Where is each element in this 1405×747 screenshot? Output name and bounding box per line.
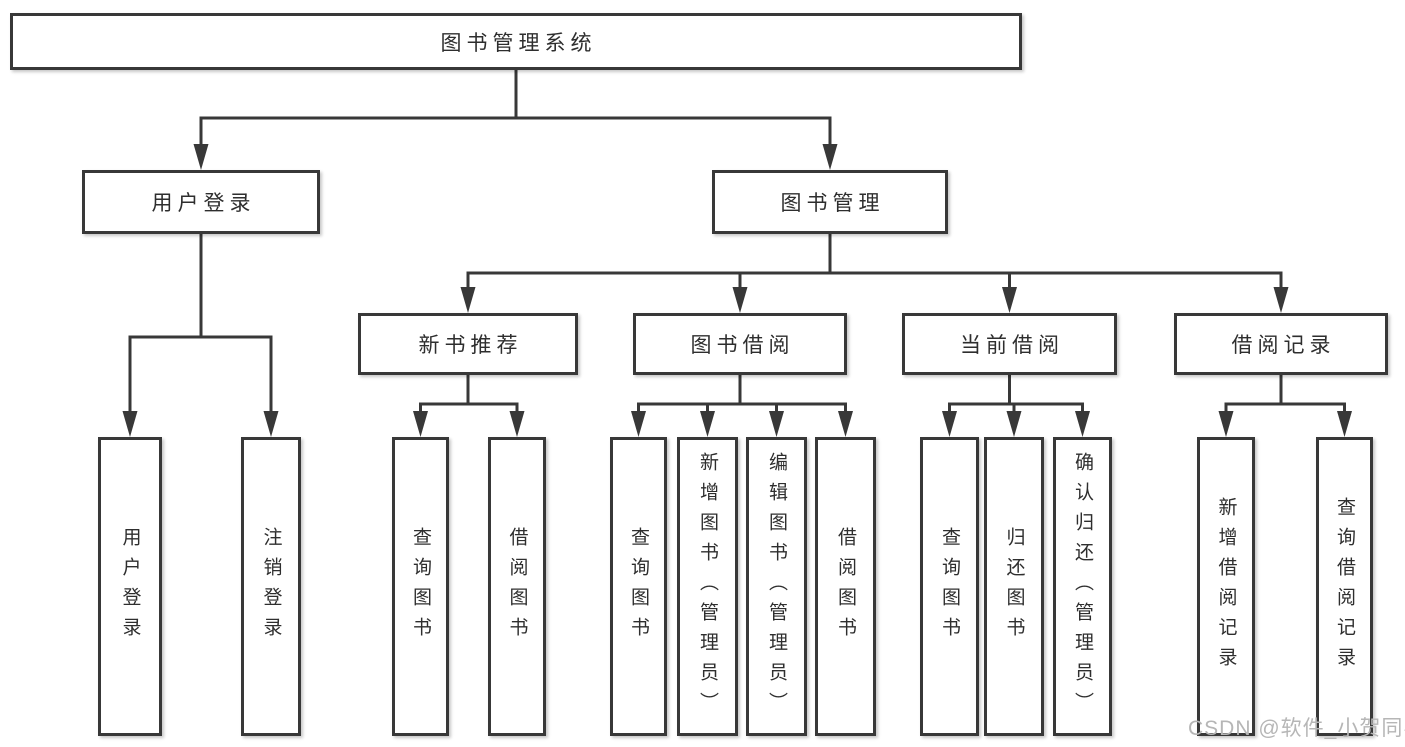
node-user-login-action: 用户登录	[98, 437, 162, 736]
node-rec-borrow-book: 借阅图书	[488, 437, 546, 736]
arrowhead-icon	[193, 144, 209, 170]
arrowhead-icon	[1337, 411, 1352, 437]
node-bb-edit-book: 编辑图书（管理员）	[746, 437, 807, 736]
node-bb-add-book: 新增图书（管理员）	[677, 437, 738, 736]
node-root: 图书管理系统	[10, 13, 1022, 70]
arrowhead-icon	[263, 411, 279, 437]
node-logout: 注销登录	[241, 437, 301, 736]
arrowhead-icon	[413, 411, 428, 437]
arrowhead-icon	[769, 411, 784, 437]
node-br-query-record: 查询借阅记录	[1316, 437, 1373, 736]
arrowhead-icon	[942, 411, 957, 437]
arrowhead-icon	[631, 411, 646, 437]
node-borrow-records: 借阅记录	[1174, 313, 1388, 375]
arrowhead-icon	[509, 411, 525, 437]
arrowhead-icon	[838, 411, 853, 437]
node-br-add-record: 新增借阅记录	[1197, 437, 1255, 736]
node-book-mgmt: 图书管理	[712, 170, 948, 234]
arrowhead-icon	[1006, 411, 1022, 437]
node-cb-return-book: 归还图书	[984, 437, 1044, 736]
node-rec-query-book: 查询图书	[392, 437, 449, 736]
arrowhead-icon	[1002, 287, 1017, 313]
arrowhead-icon	[460, 287, 476, 313]
arrowhead-icon	[1075, 411, 1090, 437]
node-bb-query-book: 查询图书	[610, 437, 667, 736]
arrowhead-icon	[1273, 287, 1289, 313]
arrowhead-icon	[732, 287, 748, 313]
arrowhead-icon	[122, 411, 138, 437]
node-user-login: 用户登录	[82, 170, 320, 234]
node-book-borrow: 图书借阅	[633, 313, 847, 375]
watermark: CSDN @软件_小贺同学	[1188, 717, 1405, 740]
node-cb-confirm-return: 确认归还（管理员）	[1053, 437, 1112, 736]
node-current-borrow: 当前借阅	[902, 313, 1117, 375]
node-bb-borrow-book: 借阅图书	[815, 437, 876, 736]
arrowhead-icon	[700, 411, 715, 437]
arrowhead-icon	[822, 144, 838, 170]
arrowhead-icon	[1218, 411, 1234, 437]
node-cb-query-book: 查询图书	[920, 437, 979, 736]
node-new-book-rec: 新书推荐	[358, 313, 578, 375]
